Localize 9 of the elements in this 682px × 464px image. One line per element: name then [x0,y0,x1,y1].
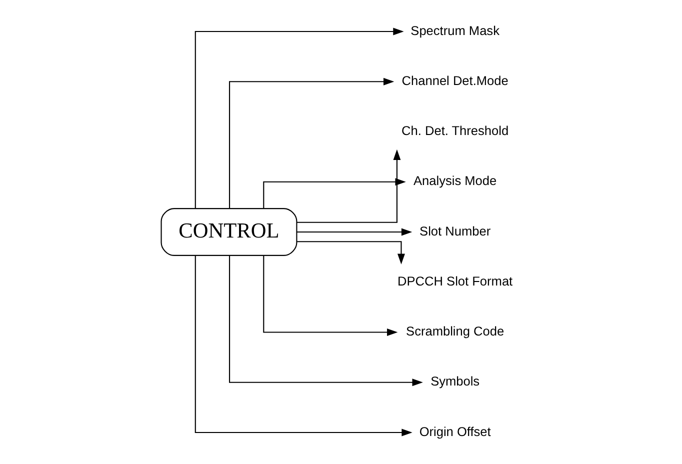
node-text: Scrambling Code [406,324,504,339]
node-text: DPCCH Slot Format [397,273,512,288]
node-text: Origin Offset [418,424,490,439]
node-text: Ch. Det. Threshold [401,123,508,138]
node-text: Analysis Mode [413,173,496,188]
node-text: Channel Det.Mode [401,72,508,88]
node-text: Symbols [430,374,480,389]
node-text: Spectrum Mask [410,22,499,38]
node-text: Slot Number [419,223,490,238]
